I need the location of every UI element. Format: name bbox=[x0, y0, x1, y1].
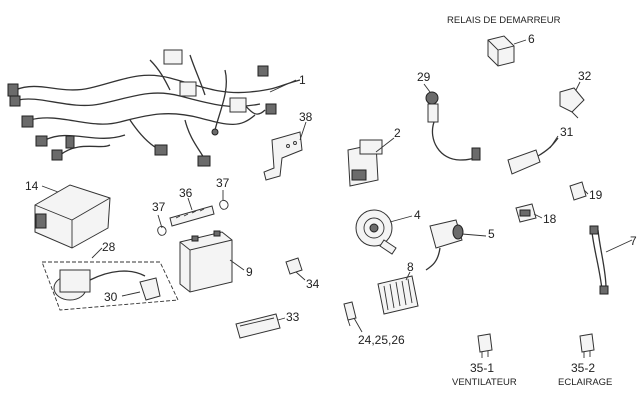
regulator-rectifier[interactable] bbox=[377, 275, 419, 315]
callout-4: 4 bbox=[414, 208, 421, 222]
solenoid[interactable] bbox=[425, 219, 464, 271]
wire-cable[interactable] bbox=[589, 225, 609, 295]
ignition-coil[interactable] bbox=[53, 269, 146, 301]
switch-harness[interactable] bbox=[425, 91, 481, 161]
callout-32: 32 bbox=[578, 69, 592, 83]
fan-caption: VENTILATEUR bbox=[452, 377, 517, 388]
connector[interactable] bbox=[285, 257, 303, 275]
clip-right[interactable] bbox=[219, 199, 229, 210]
fan-relay[interactable] bbox=[477, 333, 493, 358]
fuses[interactable] bbox=[343, 301, 357, 327]
wiring-harness[interactable] bbox=[7, 49, 301, 167]
callout-8: 8 bbox=[407, 260, 414, 274]
flasher-relay[interactable] bbox=[559, 87, 585, 119]
callout-35-1: 35-1 bbox=[470, 361, 494, 375]
callout-31: 31 bbox=[560, 125, 574, 139]
small-relay[interactable] bbox=[569, 181, 587, 201]
callout-36: 36 bbox=[179, 186, 193, 200]
callout-2: 2 bbox=[394, 126, 401, 140]
callout-7: 7 bbox=[630, 234, 637, 248]
battery[interactable] bbox=[179, 230, 233, 293]
clip-left[interactable] bbox=[157, 225, 167, 236]
fuse-holder[interactable] bbox=[169, 205, 215, 227]
relay-caption: RELAIS DE DEMARREUR bbox=[447, 15, 561, 26]
lighting-caption: ECLAIRAGE bbox=[558, 377, 612, 388]
callout-29: 29 bbox=[417, 70, 431, 84]
callout-24-25-26: 24,25,26 bbox=[358, 333, 405, 347]
reflector[interactable] bbox=[235, 313, 281, 339]
starter-relay[interactable] bbox=[347, 139, 383, 187]
callout-1: 1 bbox=[299, 73, 306, 87]
starter-relay-unit[interactable] bbox=[487, 35, 515, 67]
handlebar-switch[interactable] bbox=[507, 137, 559, 175]
callout-14: 14 bbox=[25, 179, 39, 193]
callout-18: 18 bbox=[543, 212, 557, 226]
callout-34: 34 bbox=[306, 277, 320, 291]
cdi-unit[interactable] bbox=[34, 184, 111, 249]
callout-9: 9 bbox=[246, 265, 253, 279]
callout-37-right: 37 bbox=[216, 176, 230, 190]
relay-18[interactable] bbox=[515, 203, 537, 223]
callout-37-left: 37 bbox=[152, 200, 166, 214]
callout-35-2: 35-2 bbox=[571, 361, 595, 375]
callout-33: 33 bbox=[286, 310, 300, 324]
lighting-relay[interactable] bbox=[579, 333, 595, 358]
callout-28: 28 bbox=[102, 240, 116, 254]
bracket[interactable] bbox=[263, 131, 303, 181]
callout-38: 38 bbox=[299, 110, 313, 124]
horn[interactable] bbox=[355, 209, 397, 255]
spark-plug-cap[interactable] bbox=[139, 277, 161, 301]
callout-5: 5 bbox=[488, 227, 495, 241]
callout-6: 6 bbox=[528, 32, 535, 46]
callout-19: 19 bbox=[589, 188, 603, 202]
callout-30: 30 bbox=[104, 290, 118, 304]
